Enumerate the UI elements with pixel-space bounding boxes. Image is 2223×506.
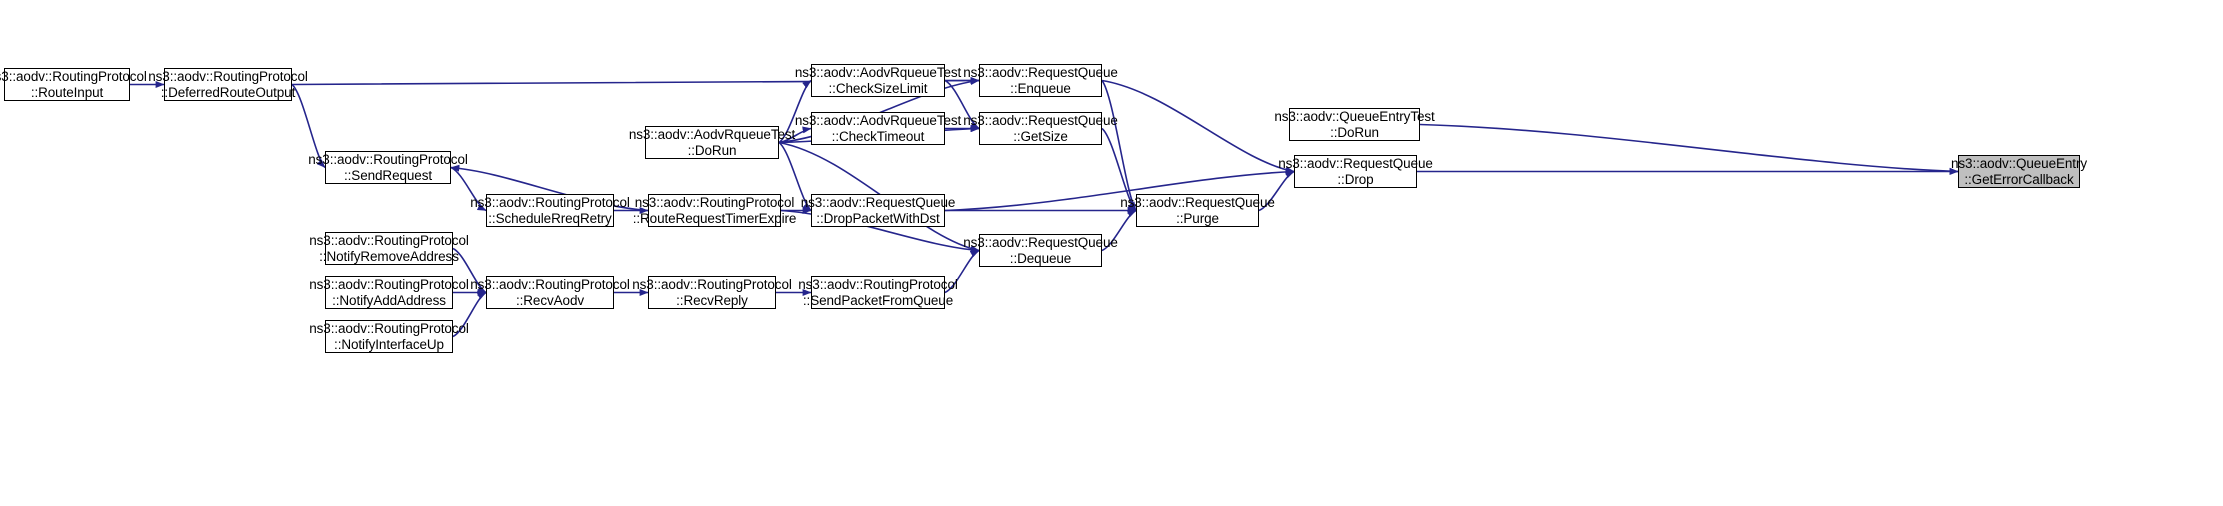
node-label-line2: ::RecvReply: [676, 292, 748, 308]
graph-node-aodvrqueuetest_dorun[interactable]: ns3::aodv::AodvRqueueTest::DoRun: [629, 126, 795, 159]
node-label-line2: ::DeferredRouteOutput: [160, 84, 296, 100]
node-label-line1: ns3::aodv::RoutingProtocol: [148, 68, 308, 84]
graph-node-sendpacketfromqueue[interactable]: ns3::aodv::RoutingProtocol::SendPacketFr…: [798, 276, 958, 309]
node-label-line2: ::Purge: [1176, 210, 1219, 226]
edge-aodvrqueuetest_dorun-to-droppacketwithdst: [778, 141, 812, 212]
edge-sendrequest-to-schedulerreqretry: [450, 166, 487, 212]
edge-notifyremoveaddress-to-recvaodv: [452, 247, 487, 294]
node-label-line1: ns3::aodv::RoutingProtocol: [309, 320, 469, 336]
graph-node-checktimeout[interactable]: ns3::aodv::AodvRqueueTest::CheckTimeout: [795, 112, 961, 145]
edge-notifyinterfaceup-to-recvaodv: [452, 291, 487, 338]
edge-dequeue-to-purge: [1101, 209, 1137, 252]
node-label-line1: ns3::aodv::AodvRqueueTest: [628, 126, 796, 142]
edge-purge-to-drop: [1258, 170, 1295, 212]
node-label-line2: ::ScheduleRreqRetry: [488, 210, 612, 226]
node-label-line1: ns3::aodv::RequestQueue: [963, 112, 1118, 128]
node-label-line2: ::Enqueue: [1010, 80, 1071, 96]
node-label-line2: ::Drop: [1337, 171, 1374, 187]
graph-node-notifyremoveaddress[interactable]: ns3::aodv::RoutingProtocol::NotifyRemove…: [309, 232, 469, 265]
node-label-line2: ::CheckTimeout: [831, 128, 925, 144]
edge-aodvrqueuetest_dorun-to-enqueue: [778, 78, 980, 144]
graph-node-recvaodv[interactable]: ns3::aodv::RoutingProtocol::RecvAodv: [470, 276, 630, 309]
graph-node-schedulerreqretry[interactable]: ns3::aodv::RoutingProtocol::ScheduleRreq…: [470, 194, 630, 227]
node-label-line1: ns3::aodv::RequestQueue: [963, 234, 1118, 250]
node-label-line1: ns3::aodv::RoutingProtocol: [632, 276, 792, 292]
graph-node-checksizelimit[interactable]: ns3::aodv::AodvRqueueTest::CheckSizeLimi…: [795, 64, 961, 97]
graph-node-droppacketwithdst[interactable]: ns3::aodv::RequestQueue::DropPacketWithD…: [801, 194, 955, 227]
node-label-line1: ns3::aodv::RequestQueue: [1120, 194, 1275, 210]
edge-checksizelimit-to-getsize: [944, 79, 980, 130]
edge-enqueue-to-drop: [1101, 79, 1295, 174]
edge-routerequesttimerexpire-to-dequeue: [780, 209, 980, 254]
edge-getsize-to-purge: [1101, 127, 1137, 212]
node-label-line2: ::NotifyRemoveAddress: [319, 248, 459, 264]
node-label-line2: ::Dequeue: [1009, 250, 1072, 266]
node-label-line1: ns3::aodv::AodvRqueueTest: [794, 64, 962, 80]
graph-node-notifyaddaddress[interactable]: ns3::aodv::RoutingProtocol::NotifyAddAdd…: [309, 276, 469, 309]
edge-queueentrytest_dorun-to-geterrorcallback: [1419, 123, 1959, 175]
node-label-line2: ::NotifyAddAddress: [332, 292, 446, 308]
node-label-line1: ns3::aodv::AodvRqueueTest: [794, 112, 962, 128]
graph-node-enqueue[interactable]: ns3::aodv::RequestQueue::Enqueue: [963, 64, 1118, 97]
node-label-line2: ::RouteRequestTimerExpire: [632, 210, 797, 226]
graph-node-queueentrytest_dorun[interactable]: ns3::aodv::QueueEntryTest::DoRun: [1274, 108, 1435, 141]
graph-node-notifyinterfaceup[interactable]: ns3::aodv::RoutingProtocol::NotifyInterf…: [309, 320, 469, 353]
node-label-line2: ::DoRun: [687, 142, 737, 158]
edge-routerequesttimerexpire-to-sendrequest: [450, 164, 649, 212]
node-label-line1: ns3::aodv::QueueEntry: [1951, 155, 2087, 171]
edge-deferredrouteoutput-to-sendrequest: [291, 83, 326, 169]
graph-node-deferredrouteoutput[interactable]: ns3::aodv::RoutingProtocol::DeferredRout…: [148, 68, 308, 101]
node-label-line2: ::SendPacketFromQueue: [802, 292, 954, 308]
graph-node-getsize[interactable]: ns3::aodv::RequestQueue::GetSize: [963, 112, 1118, 145]
node-label-line2: ::GetErrorCallback: [1964, 171, 2074, 187]
node-label-line2: ::NotifyInterfaceUp: [334, 336, 444, 352]
edge-aodvrqueuetest_dorun-to-checksizelimit: [778, 79, 812, 144]
node-label-line1: ns3::aodv::RoutingProtocol: [309, 232, 469, 248]
node-label-line2: ::GetSize: [1013, 128, 1068, 144]
graph-node-drop[interactable]: ns3::aodv::RequestQueue::Drop: [1278, 155, 1433, 188]
graph-node-dequeue[interactable]: ns3::aodv::RequestQueue::Dequeue: [963, 234, 1118, 267]
node-label-line2: ::RouteInput: [30, 84, 104, 100]
node-label-line1: ns3::aodv::RoutingProtocol: [798, 276, 958, 292]
node-label-line2: ::DropPacketWithDst: [816, 210, 940, 226]
graph-node-purge[interactable]: ns3::aodv::RequestQueue::Purge: [1120, 194, 1275, 227]
node-label-line2: ::CheckSizeLimit: [828, 80, 928, 96]
edge-droppacketwithdst-to-drop: [944, 168, 1295, 212]
node-label-line1: ns3::aodv::RoutingProtocol: [309, 276, 469, 292]
node-label-line1: ns3::aodv::RequestQueue: [800, 194, 956, 210]
graph-node-geterrorcallback[interactable]: ns3::aodv::QueueEntry::GetErrorCallback: [1951, 155, 2087, 188]
node-label-line1: ns3::aodv::RoutingProtocol: [470, 194, 630, 210]
graph-node-sendrequest[interactable]: ns3::aodv::RoutingProtocol::SendRequest: [308, 151, 468, 184]
node-label-line1: ns3::aodv::RequestQueue: [1278, 155, 1433, 171]
node-label-line1: ns3::aodv::RequestQueue: [963, 64, 1118, 80]
edge-sendpacketfromqueue-to-dequeue: [944, 249, 980, 294]
node-label-line2: ::DoRun: [1330, 124, 1379, 140]
graph-node-routerequesttimerexpire[interactable]: ns3::aodv::RoutingProtocol::RouteRequest…: [633, 194, 796, 227]
graph-node-routeinput[interactable]: ns3::aodv::RoutingProtocol::RouteInput: [0, 68, 147, 101]
node-label-line1: ns3::aodv::QueueEntryTest: [1274, 108, 1435, 124]
node-label-line2: ::RecvAodv: [515, 292, 585, 308]
node-label-line2: ::SendRequest: [343, 167, 432, 183]
node-label-line1: ns3::aodv::RoutingProtocol: [470, 276, 630, 292]
node-label-line1: ns3::aodv::RoutingProtocol: [0, 68, 147, 84]
graph-node-recvreply[interactable]: ns3::aodv::RoutingProtocol::RecvReply: [632, 276, 792, 309]
node-label-line1: ns3::aodv::RoutingProtocol: [634, 194, 795, 210]
node-label-line1: ns3::aodv::RoutingProtocol: [308, 151, 468, 167]
